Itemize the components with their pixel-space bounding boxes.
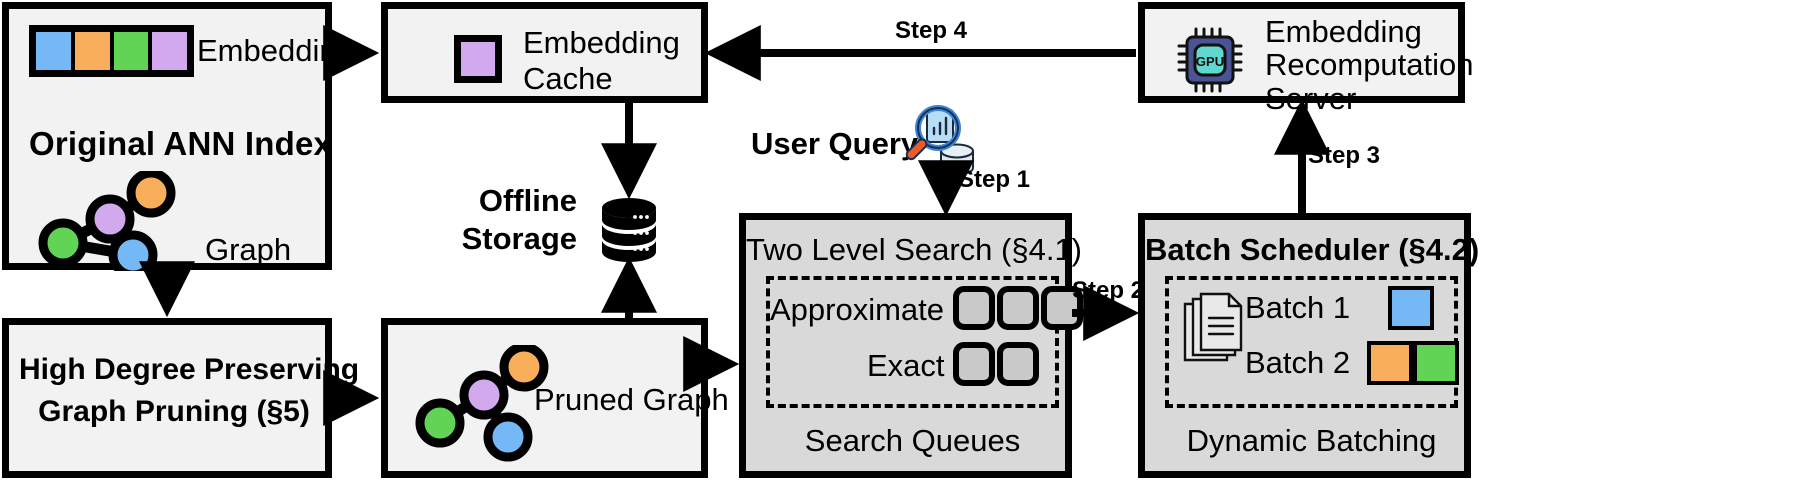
- exact-queue-slot-2: [997, 342, 1039, 386]
- batch-scheduler-panel: Batch Scheduler (§4.2) Batch 1 Batch 2 D…: [1138, 213, 1479, 478]
- step-4-label: Step 4: [895, 17, 968, 44]
- graph-label: Graph: [205, 232, 292, 267]
- search-queues-group: [766, 276, 1059, 408]
- embedding-vector-icon: [29, 25, 194, 77]
- pruned-graph-icon: [415, 345, 549, 462]
- step-3-label: Step 3: [1308, 142, 1381, 169]
- approximate-queue-slot-2: [997, 286, 1039, 330]
- exact-queue-slot-1: [953, 342, 995, 386]
- batch-1-swatch-blue: [1388, 286, 1434, 330]
- batch-scheduler-title: Batch Scheduler (§4.2): [1145, 232, 1480, 267]
- embedding-recomputation-server-panel: GPU Embedding Recomputation Server: [1138, 2, 1474, 115]
- embedding-cell-green: [113, 32, 153, 70]
- embedding-cell-blue: [36, 32, 75, 70]
- step-2-label: Step 2: [1072, 277, 1145, 304]
- batch-2-swatch-orange: [1367, 341, 1413, 385]
- approximate-queue-slot-3: [1041, 286, 1083, 330]
- offline-storage-label: Offline Storage: [461, 183, 577, 257]
- approximate-queue-slot-1: [953, 286, 995, 330]
- embedding-cache-title: Embedding Cache: [523, 25, 680, 96]
- gpu-icon-text: GPU: [1196, 54, 1224, 69]
- gpu-chip-icon: GPU: [1177, 27, 1243, 93]
- high-degree-pruning-panel: High Degree Preserving Graph Pruning (§5…: [2, 318, 360, 478]
- original-ann-index-panel: Embedding Original ANN Index Graph: [2, 2, 354, 271]
- batch-2-label: Batch 2: [1245, 345, 1351, 380]
- two-level-search-panel: Two Level Search (§4.1) Approximate Exac…: [739, 213, 1083, 478]
- pruned-graph-panel: Pruned Graph: [381, 318, 729, 478]
- pruning-title-line1: High Degree Preserving: [19, 353, 360, 386]
- batch-2-swatch-green: [1413, 341, 1459, 385]
- embedding-cell-purple: [152, 32, 187, 70]
- user-query-label: User Query: [751, 126, 919, 161]
- step-1-label: Step 1: [958, 166, 1031, 193]
- exact-label: Exact: [867, 348, 945, 383]
- batch-1-label: Batch 1: [1245, 290, 1351, 325]
- embedding-label: Embedding: [197, 33, 354, 68]
- embedding-cache-panel: Embedding Cache: [381, 2, 708, 103]
- embedding-cell-orange: [74, 32, 114, 70]
- dynamic-batching-footer: Dynamic Batching: [1186, 423, 1437, 458]
- database-cylinder-icon: [602, 198, 656, 262]
- embedding-square-icon: [454, 35, 502, 83]
- original-index-title: Original ANN Index: [29, 125, 333, 162]
- documents-stack-icon: [1183, 292, 1243, 362]
- pruning-title-line2: Graph Pruning (§5): [38, 395, 310, 428]
- pruned-graph-label: Pruned Graph: [534, 382, 729, 417]
- search-queues-footer: Search Queues: [804, 423, 1021, 458]
- recomputation-server-title: Embedding Recomputation Server: [1265, 14, 1474, 116]
- approximate-label: Approximate: [770, 292, 945, 327]
- original-graph-icon: [38, 171, 176, 271]
- two-level-search-title: Two Level Search (§4.1): [746, 232, 1083, 267]
